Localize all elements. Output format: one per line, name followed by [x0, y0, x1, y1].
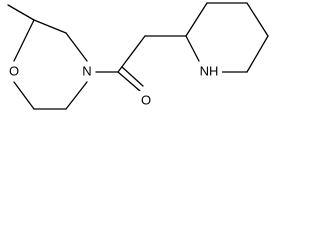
bond-carbonyl-double-1: [117, 71, 141, 92]
bond-pip-n1-c2: [185, 35, 200, 62]
bond-pip-c2-c3: [185, 2, 208, 37]
bond-c2-c3: [33, 19, 67, 34]
bond-o1-c2: [13, 19, 35, 62]
morpholine-nitrogen-mask: [79, 62, 95, 80]
chemical-structure: O N O NH: [6, 2, 269, 110]
carbonyl-oxygen-label: O: [141, 92, 151, 107]
bond-c6-o1: [13, 81, 35, 110]
piperidine-nitrogen-mask: [197, 62, 222, 80]
bond-pip-c5-c6: [246, 35, 269, 73]
piperidine-nitrogen-label: NH: [200, 63, 219, 78]
bond-methyl: [7, 4, 35, 21]
carbonyl-oxygen-mask: [138, 91, 154, 109]
morpholine-oxygen-label: O: [9, 63, 19, 78]
bond-pip-c4-c5: [246, 2, 269, 37]
morpholine-oxygen-mask: [6, 62, 22, 80]
bond-c3-n4: [65, 32, 88, 62]
bond-carbonyl-double-2: [121, 66, 144, 87]
bond-carbonyl-ch2: [117, 35, 146, 73]
bond-n4-c5: [65, 81, 88, 110]
morpholine-nitrogen-label: N: [82, 63, 91, 78]
